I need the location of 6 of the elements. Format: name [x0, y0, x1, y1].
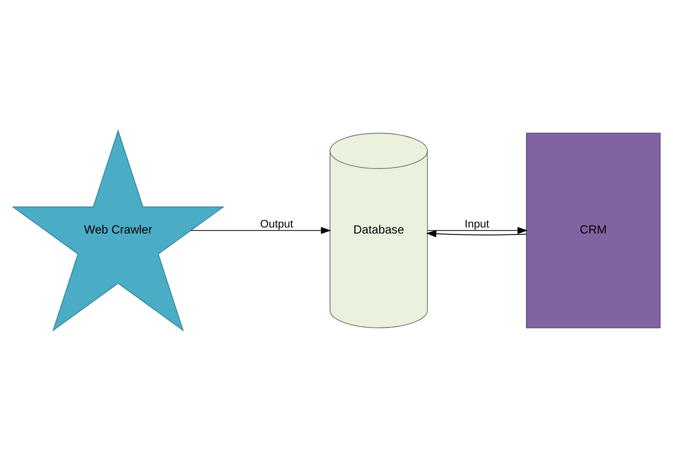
- edge-label: Output: [260, 218, 294, 230]
- node-box: CRM: [526, 132, 661, 328]
- arrow: [190, 226, 332, 234]
- arrow: [427, 226, 528, 234]
- arrow: [426, 230, 527, 237]
- edge-label: Input: [464, 218, 490, 230]
